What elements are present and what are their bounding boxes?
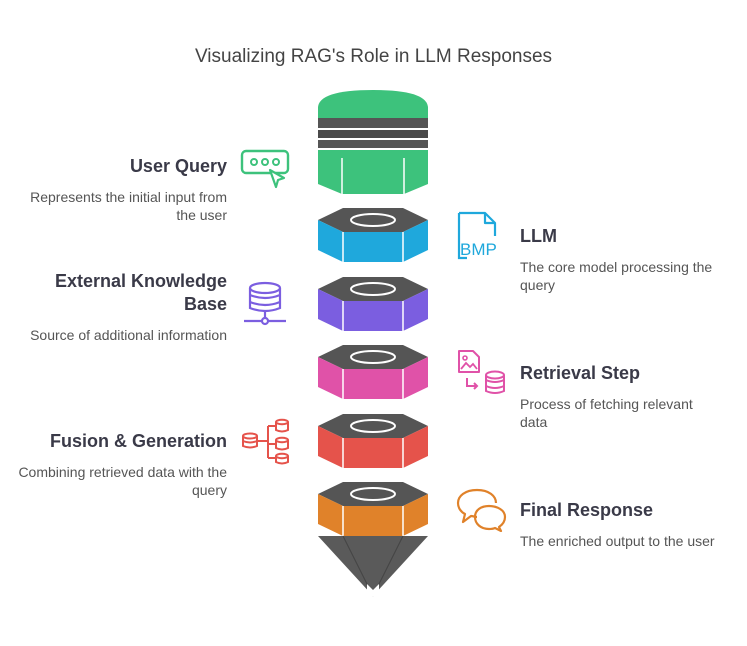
step-desc-fusion-generation: Combining retrieved data with the query [18,464,227,498]
step-desc-llm: The core model processing the query [520,259,713,293]
database-merge-icon [242,418,289,465]
speech-bubbles-icon [456,488,507,532]
diagram-title: Visualizing RAG's Role in LLM Responses [194,46,553,67]
step-label-llm: LLM [520,226,557,246]
layer-fusion-generation [318,414,428,468]
step-desc-final-response: The enriched output to the user [520,533,715,549]
layer-user-query [318,90,428,194]
layer-final-response [318,482,428,536]
step-label-retrieval-step: Retrieval Step [520,363,641,383]
layer-external-knowledge-base [318,277,428,331]
step-desc-external-knowledge-base: Source of additional information [30,327,227,343]
svg-text:BMP: BMP [460,240,497,259]
step-desc-retrieval-step: Process of fetching relevant data [520,396,693,430]
bmp-file-icon: BMP [457,211,497,260]
bottom-cone [318,535,428,598]
step-label-user-query: User Query [129,156,227,176]
layer-retrieval-step [318,345,428,399]
step-desc-user-query: Represents the initial input from the us… [30,189,227,223]
step-label-external-knowledge-base: External Knowledge Base [54,271,227,314]
database-network-icon [244,281,286,326]
image-to-database-icon [458,350,505,394]
step-label-final-response: Final Response [520,500,654,520]
step-label-fusion-generation: Fusion & Generation [49,431,227,451]
chat-bubble-cursor-icon [240,149,290,189]
layer-llm [318,208,428,262]
